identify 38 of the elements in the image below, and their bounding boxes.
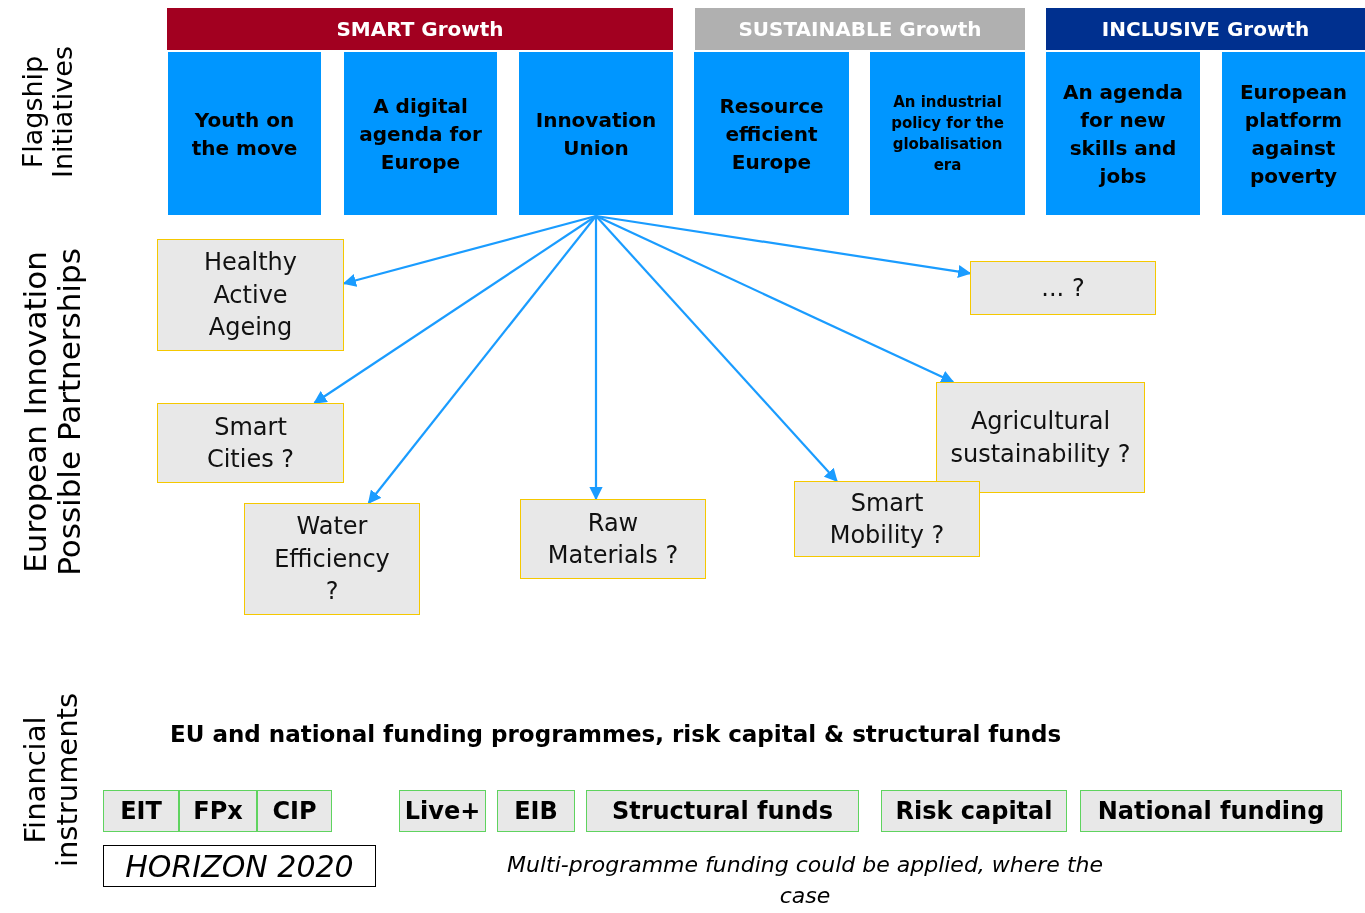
arrow: [595, 215, 838, 482]
initiative-box: A digital agenda for Europe: [344, 52, 497, 215]
section-label: European Innovation Possible Partnerships: [15, 247, 88, 578]
arrow: [313, 215, 597, 404]
growth-band: SMART Growth: [167, 8, 673, 50]
section-label: Flagship Initiatives: [16, 45, 79, 180]
growth-band: SUSTAINABLE Growth: [695, 8, 1025, 50]
partnership-box: Agricultural sustainability ?: [936, 382, 1145, 493]
initiative-box: An agenda for new skills and jobs: [1046, 52, 1200, 215]
initiative-box: Resource efficient Europe: [694, 52, 849, 215]
funding-box: EIT: [103, 790, 179, 832]
partnership-box: Water Efficiency ?: [244, 503, 420, 615]
initiative-box: An industrial policy for the globalisation era: [870, 52, 1025, 215]
partnership-box: Raw Materials ?: [520, 499, 706, 579]
funding-heading: EU and national funding programmes, risk capital & structural funds: [170, 720, 1063, 749]
initiative-box: European platform against poverty: [1222, 52, 1365, 215]
funding-box: Live+: [399, 790, 486, 832]
arrow: [595, 215, 955, 383]
initiative-box: Innovation Union: [519, 52, 673, 215]
arrow: [342, 214, 597, 287]
note-text: Multi-programme funding could be applied, where the case: [506, 851, 1104, 910]
funding-box: CIP: [257, 790, 332, 832]
arrow: [367, 215, 597, 505]
partnership-box: Smart Cities ?: [157, 403, 344, 483]
growth-band: INCLUSIVE Growth: [1046, 8, 1365, 50]
section-label: Financial instruments: [17, 691, 85, 870]
partnership-box: Smart Mobility ?: [794, 481, 980, 557]
funding-box: Risk capital: [881, 790, 1067, 832]
arrow: [589, 216, 603, 501]
funding-box: FPx: [179, 790, 257, 832]
funding-box: National funding: [1080, 790, 1342, 832]
programme-box: HORIZON 2020: [103, 845, 376, 887]
funding-box: EIB: [497, 790, 575, 832]
arrow: [595, 214, 972, 279]
initiative-box: Youth on the move: [168, 52, 321, 215]
partnership-box: Healthy Active Ageing: [157, 239, 344, 351]
partnership-box: ... ?: [970, 261, 1156, 315]
funding-box: Structural funds: [586, 790, 859, 832]
